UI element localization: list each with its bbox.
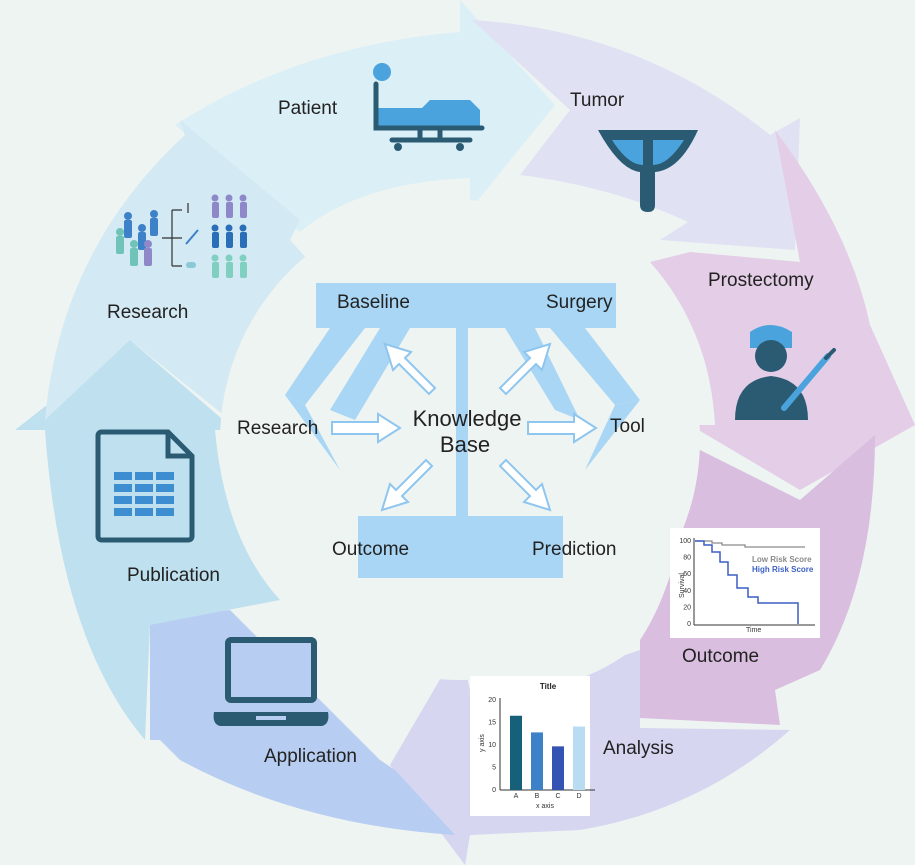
bar-chart: Title 20 15 10 5 0 A B C D x axis y axis (470, 676, 595, 816)
right-beam-2 (505, 328, 580, 420)
bar-ytick: 0 (492, 787, 496, 794)
bar-ytick: 5 (492, 765, 496, 772)
knowledge-structure (285, 283, 640, 578)
survival-ytick: 100 (679, 538, 691, 545)
laptop-icon (213, 637, 329, 726)
bar-ytick: 10 (488, 742, 496, 749)
bar-category-label: D (576, 793, 581, 800)
publication-label: Publication (127, 565, 220, 586)
arrow-to-surgery-body (498, 342, 552, 396)
segment-prostectomy (650, 130, 915, 490)
bar-D (573, 726, 585, 790)
survival-ytick: 40 (683, 588, 691, 595)
bar-category-label: C (555, 793, 560, 800)
survival-chart: 100 80 60 40 20 0 Low Risk Score High Risk Sc… (670, 528, 820, 638)
research-label: Research (107, 302, 188, 323)
survival-ytick: 80 (683, 555, 691, 562)
bar-chart-title: Title (540, 682, 557, 691)
kb-prediction-label: Prediction (532, 539, 617, 560)
people-groups-icon (116, 194, 247, 278)
survival-ytick: 0 (687, 621, 691, 628)
outcome-label: Outcome (682, 646, 759, 667)
kb-outcome-label: Outcome (332, 539, 409, 560)
arrow-to-tool-body (527, 412, 598, 444)
hospital-bed-icon (373, 63, 485, 151)
bar-ytick: 20 (488, 697, 496, 704)
arrow-to-baseline-body (383, 342, 437, 396)
kb-title-line2: Base (440, 432, 490, 457)
bar-ylabel: y axis (479, 734, 486, 752)
surgeon-icon (735, 325, 836, 420)
application-label: Application (264, 746, 357, 767)
arrow-to-outcome-body (380, 458, 434, 512)
bar-C (552, 746, 564, 790)
left-spike (285, 395, 340, 470)
bar-category-label: B (535, 793, 540, 800)
spreadsheet-document-icon (95, 429, 195, 543)
survival-ytick: 60 (683, 571, 691, 578)
left-beam-1 (285, 328, 365, 405)
analysis-label: Analysis (603, 738, 674, 759)
tumor-label: Tumor (570, 90, 625, 111)
bar-ytick: 15 (488, 720, 496, 727)
bar-xlabel: x axis (536, 803, 554, 810)
outcome-prediction-box (358, 516, 563, 578)
segment-patient (175, 0, 555, 232)
patient-label: Patient (278, 98, 338, 119)
bar-category-label: A (514, 793, 519, 800)
bar-A (510, 715, 522, 790)
right-beam-1 (550, 328, 640, 405)
baseline-surgery-bar (316, 283, 616, 328)
kb-research-label: Research (237, 418, 318, 439)
kb-title-line1: Knowledge (413, 406, 522, 431)
arrow-from-research-body (331, 412, 402, 444)
prostate-icon (598, 130, 698, 212)
kb-baseline-label: Baseline (337, 292, 410, 313)
knowledge-arrows (331, 342, 598, 512)
legend-high-risk: High Risk Score (752, 565, 814, 574)
kb-surgery-label: Surgery (546, 292, 613, 313)
legend-low-risk: Low Risk Score (752, 555, 812, 564)
right-spike (585, 400, 640, 470)
prostectomy-label: Prostectomy (708, 270, 814, 291)
survival-xlabel: Time (746, 627, 761, 634)
survival-ylabel: Survival (679, 573, 686, 598)
kb-tool-label: Tool (610, 416, 645, 437)
survival-ytick: 20 (683, 604, 691, 611)
bar-chart-bg (470, 676, 590, 816)
high-risk-curve (695, 540, 799, 624)
low-risk-curve (695, 540, 805, 548)
bar-B (531, 732, 543, 790)
arrow-to-prediction-body (498, 458, 552, 512)
central-pillar (456, 328, 468, 518)
